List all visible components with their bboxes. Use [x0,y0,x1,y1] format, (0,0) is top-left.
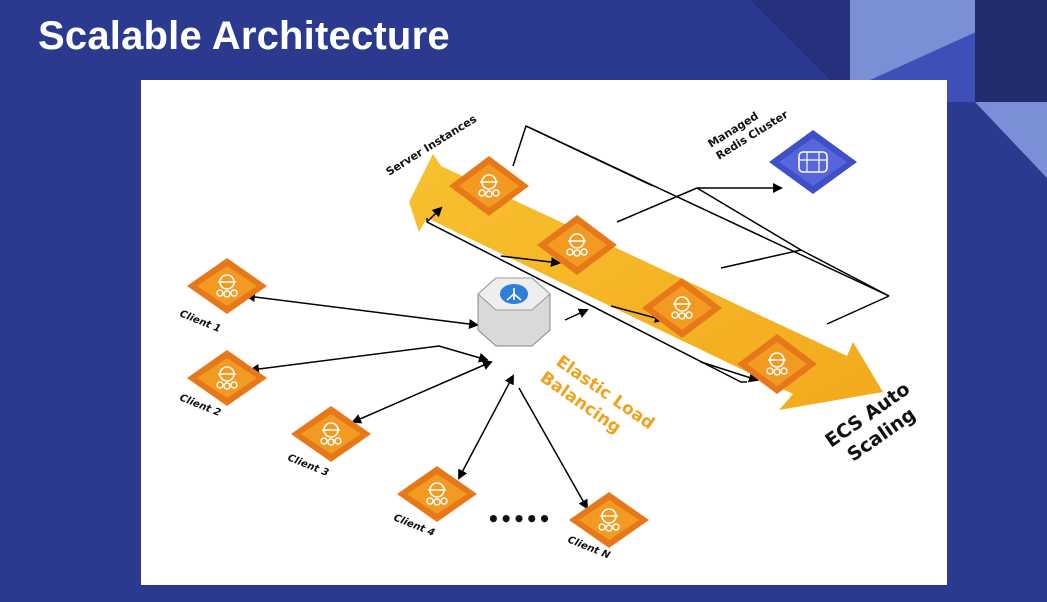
server-instance-3 [642,278,722,338]
client-3-node [291,406,371,462]
server-instance-1 [449,156,529,216]
client-1-label: Client 1 [178,309,222,335]
diagram-canvas: Server Instances Managed Redis Cluster E… [178,108,920,562]
network-lines [426,124,890,383]
client-1-node [187,258,267,314]
architecture-diagram: Server Instances Managed Redis Cluster E… [141,80,947,585]
client-4-node [397,466,477,522]
server-instance-2 [537,215,617,275]
server-instance-4 [737,334,817,394]
client-2-node [187,350,267,406]
redis-cluster-icon [769,130,857,194]
slide-title: Scalable Architecture [38,14,450,58]
more-clients-ellipsis: ••••• [487,507,551,531]
client-arrows [245,292,588,510]
elb-icon [477,277,551,347]
client-n-node [569,492,649,548]
